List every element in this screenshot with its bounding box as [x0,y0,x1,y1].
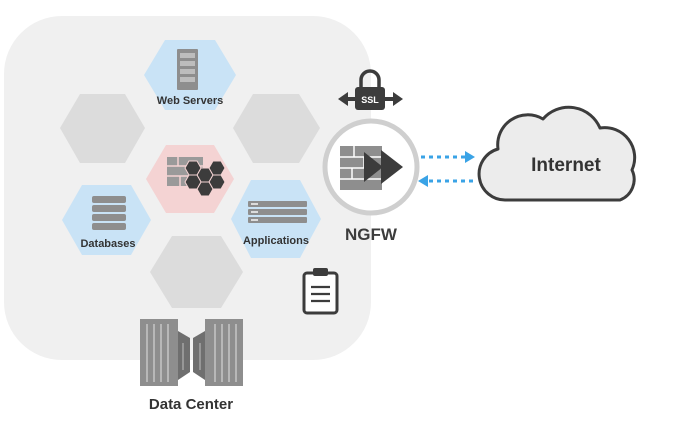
ngfw-label: NGFW [345,225,398,244]
hex-empty-bottom [150,236,243,308]
databases-label: Databases [80,238,135,250]
firewall-hive-icon [167,157,226,197]
clipboard-icon [302,268,339,315]
datacenter-icon [140,319,243,386]
cloud-icon [477,105,637,202]
internet-label: Internet [531,155,601,176]
hex-empty-top-left [60,94,145,163]
datacenter-label: Data Center [149,396,233,413]
web-servers-label: Web Servers [157,95,223,107]
arrow-inbound-head [418,175,428,187]
application-server-icon [248,201,307,223]
database-icon [92,196,126,230]
ssl-badge-label: SSL [361,95,379,105]
hex-empty-top-right [233,94,320,163]
traffic-arrows [418,151,475,187]
applications-label: Applications [243,235,309,247]
server-rack-icon [177,49,198,90]
arrow-outbound-head [465,151,475,163]
lock-icon [338,69,403,110]
ngfw-icon [322,118,420,216]
